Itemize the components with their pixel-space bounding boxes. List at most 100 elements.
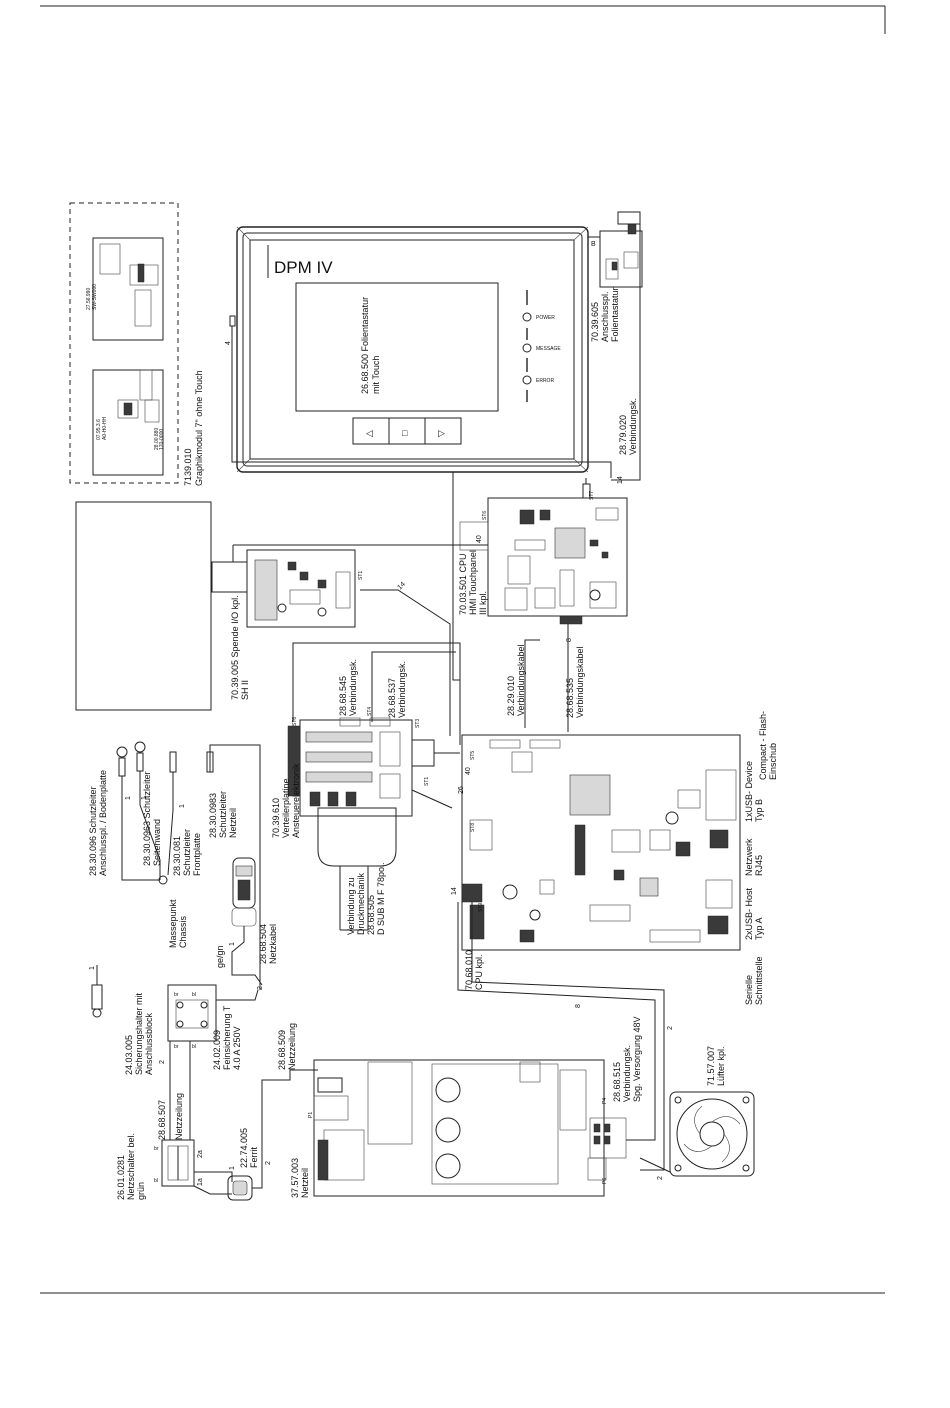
- verteilerplatine-label-1: Verteilerplatine: [281, 778, 291, 838]
- wire-count-1c: 1: [179, 804, 186, 808]
- wire-count-14-main: 14: [451, 887, 458, 895]
- netzteil-board: [313, 1059, 627, 1197]
- schutzleiter-081-number: 28.30.081: [172, 836, 182, 876]
- netzkabel-label: Netzkabel: [268, 924, 278, 964]
- verteilerplatine-number: 70.39.610: [271, 798, 281, 838]
- verbindungskabel-010-label: Verbindungskabel: [516, 644, 526, 716]
- led-error-label: ERROR: [536, 378, 554, 384]
- sicherungshalter-block: [167, 984, 217, 1042]
- pin-2a-switch: 2a: [197, 1150, 204, 1158]
- pin-st8-main: ST8: [470, 823, 476, 832]
- schutzleiter-0983-number: 28.30.0983: [208, 793, 218, 838]
- druckmechanik-label-3: D SUB M F 78pol.: [376, 862, 386, 935]
- svg-text:27.56.990: 27.56.990: [86, 288, 92, 310]
- netzschalter-switch: [161, 1139, 195, 1187]
- verbindungskabel-535-label: Verbindungskabel: [575, 646, 585, 718]
- netzkabel-number: 28.68.504: [258, 924, 268, 964]
- wire-count-4: 4: [225, 341, 232, 345]
- schutzleiter-terminals: [116, 741, 214, 777]
- screen-label-1: 26.68.500 Folientastatur: [360, 297, 370, 394]
- button-left-icon[interactable]: ◁: [366, 428, 373, 438]
- button-center-icon[interactable]: □: [402, 428, 408, 438]
- pin-st5-main: ST5: [470, 751, 476, 760]
- wire-count-2-main: 2: [667, 1026, 674, 1030]
- compact-flash-label-1: Compact - Flash-: [758, 711, 768, 780]
- pin-p4: P4: [602, 1098, 608, 1104]
- graphikmodul-dashed-box: [69, 202, 179, 484]
- verbindungsk-top-label: Verbindungsk.: [628, 398, 638, 455]
- netzwerk-label-1: Netzwerk: [744, 838, 754, 876]
- led-error-icon: [522, 375, 532, 385]
- schutzleiter-081-label-2: Frontplatte: [192, 833, 202, 876]
- sicherungshalter-number: 24.03.005: [124, 1035, 134, 1075]
- verbindungsk-545-number: 28.68.545: [338, 676, 348, 716]
- netzzeilung-509-number: 28.68.509: [277, 1030, 287, 1070]
- luefter-fan: [669, 1091, 755, 1177]
- wire-count-8-main: 8: [575, 1004, 582, 1008]
- cpu-main-board: [461, 734, 741, 951]
- netzzeilung-507-number: 28.68.507: [157, 1100, 167, 1140]
- ground-fuse-icon: [91, 965, 103, 1018]
- schutzleiter-0963-number: 28.30.0963 Schutzleiter: [142, 771, 152, 866]
- pin-bl-fuse: bl: [192, 992, 196, 998]
- sicherungshalter-label-1: Sicherungshalter mit: [134, 992, 144, 1075]
- wire-count-8-hmi: 8: [566, 638, 573, 642]
- spende-io-board: [211, 549, 356, 628]
- svg-text:170-0000: 170-0000: [159, 429, 165, 450]
- led-message-label: MESSAGE: [536, 346, 561, 352]
- graphikmodul-label: Graphikmodul 7" ohne Touch: [194, 370, 204, 486]
- schutzleiter-081-label-1: Schutzleiter: [182, 829, 192, 876]
- ferrit-core-icon: [227, 1175, 253, 1201]
- pin-1a-switch: 1a: [197, 1178, 204, 1186]
- wire-count-14-top: 14: [617, 476, 624, 484]
- verbindungskabel-010-number: 28.29.010: [506, 676, 516, 716]
- svg-text:SW-SW000: SW-SW000: [92, 284, 98, 310]
- cpu-hmi-board: [459, 483, 628, 625]
- dsub-connector: [317, 807, 397, 931]
- pin-bl-fuse-b: bl: [192, 1044, 196, 1050]
- netzschalter-label-1: Netzschalter bel.: [126, 1133, 136, 1200]
- massepunkt-icon: [158, 875, 168, 885]
- schutzleiter-096-label: Anschlusspl. / Bodenplatte: [98, 770, 108, 876]
- wire-count-2-netz: 2: [257, 986, 264, 990]
- pin-p6: P6: [602, 1178, 608, 1184]
- druckmechanik-label-2: Druckmechanik: [356, 872, 366, 935]
- anschlussplatte-board: [599, 211, 643, 288]
- verbindungsk-537-number: 28.68.537: [387, 678, 397, 718]
- usb-host-label-2: Typ A: [754, 917, 764, 940]
- ferrit-number: 22.74.005: [239, 1128, 249, 1168]
- netzschalter-number: 26.01.0281: [116, 1155, 126, 1200]
- wire-count-40-main: 40: [465, 767, 472, 775]
- svg-text:28.00.880: 28.00.880: [154, 428, 160, 450]
- schutzleiter-096-number: 28.30.096 Schutzleiter: [88, 786, 98, 876]
- cpu-hmi-label-2: III kpl.: [478, 591, 488, 615]
- button-right-icon[interactable]: ▷: [438, 428, 445, 438]
- wire-count-1-netz: 1: [229, 942, 236, 946]
- led-power-icon: [522, 312, 532, 322]
- wire-count-2-507: 2: [159, 1060, 166, 1064]
- seriell-label-2: Schnittstelle: [754, 956, 764, 1005]
- display-brand: DPM IV: [274, 258, 333, 277]
- display-panel: [236, 226, 589, 473]
- netzzeilung-507-label: Netzzeilung: [174, 1093, 184, 1140]
- pin-br-switch: br: [154, 1146, 159, 1152]
- massepunkt-label-2: Chassis: [178, 915, 188, 948]
- pin-st6-hmi: ST6: [482, 511, 488, 520]
- wire-count-1-ground: 1: [89, 966, 96, 970]
- anschlussplatte-number: 70.39.605: [590, 302, 600, 342]
- pin-st6-vert: ST6: [292, 717, 298, 726]
- pin-st3-vert: ST3: [415, 719, 421, 728]
- versorgung-label-1: Verbindungsk.: [622, 1045, 632, 1102]
- pin-br-fuse-b: br: [174, 1044, 179, 1050]
- pin-st1-io: ST1: [358, 571, 364, 580]
- pin-p1: P1: [308, 1112, 314, 1118]
- versorgung-label-2: Spg. Versorgung 48V: [632, 1016, 642, 1102]
- netzwerk-label-2: RJ45: [754, 855, 764, 876]
- led-power-label: POWER: [536, 315, 555, 321]
- schutzleiter-0983-label-2: Netzteil: [228, 808, 238, 838]
- spende-io-label: SH II: [240, 680, 250, 700]
- wire-count-1-ferrit: 1: [229, 1166, 236, 1170]
- graphikmodul-number: 7139.010: [183, 448, 193, 486]
- cpu-hmi-number: 70.03.501 CPU: [458, 553, 468, 615]
